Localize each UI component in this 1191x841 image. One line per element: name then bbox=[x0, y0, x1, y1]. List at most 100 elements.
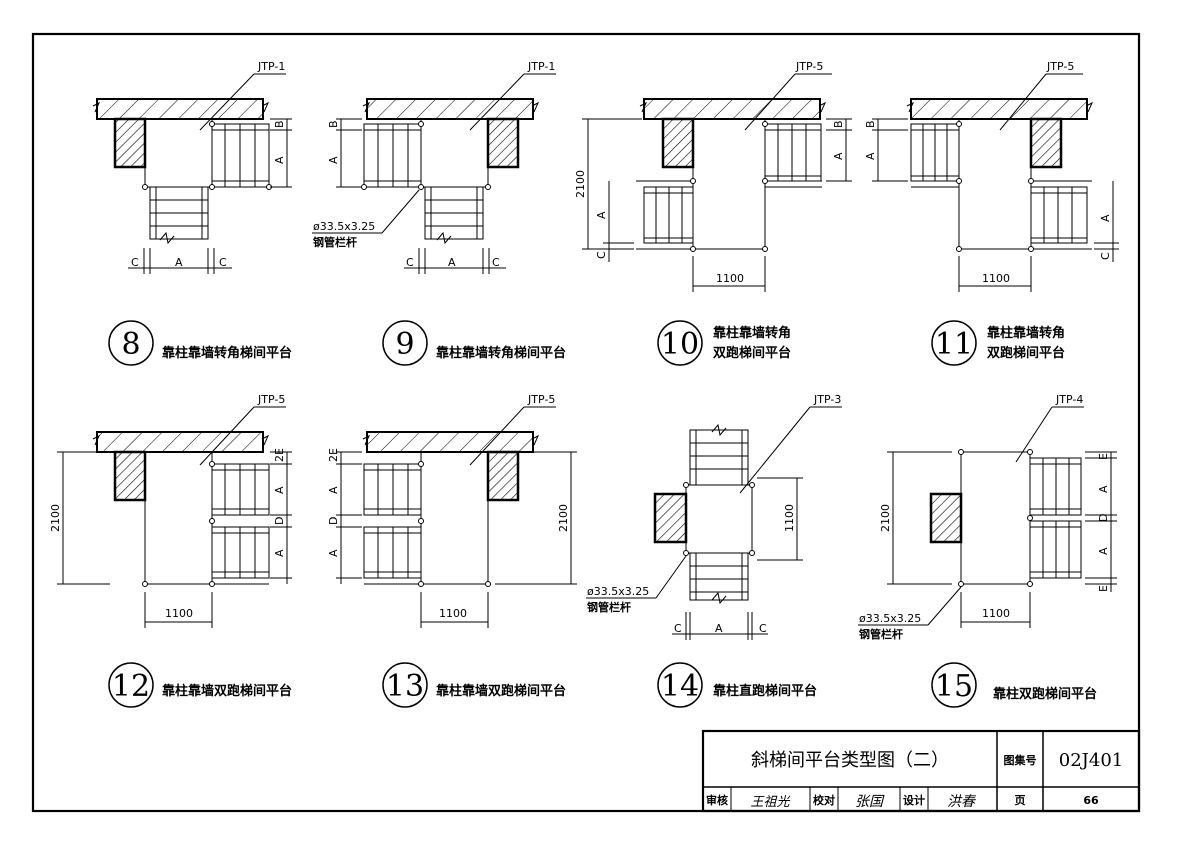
svg-text:A: A bbox=[327, 549, 340, 557]
landing-platform bbox=[144, 118, 213, 188]
svg-text:A: A bbox=[715, 622, 723, 635]
wall-column bbox=[486, 450, 520, 502]
wall-column bbox=[1029, 117, 1063, 169]
svg-text:A: A bbox=[273, 549, 286, 557]
review-signature: 王祖光 bbox=[750, 795, 790, 810]
svg-text:B: B bbox=[864, 120, 877, 128]
svg-text:11: 11 bbox=[935, 327, 973, 362]
svg-text:靠柱靠墙转角梯间平台: 靠柱靠墙转角梯间平台 bbox=[436, 345, 566, 361]
wall-column bbox=[929, 492, 963, 544]
svg-text:A: A bbox=[273, 486, 286, 494]
svg-text:JTP-5: JTP-5 bbox=[257, 393, 285, 406]
drawing-15: JTP-4 2100 E A D A E 1100 ø33.5x3.25 钢管栏… bbox=[858, 393, 1117, 708]
page-number: 66 bbox=[1083, 794, 1099, 807]
svg-text:ø33.5x3.25: ø33.5x3.25 bbox=[859, 612, 921, 625]
svg-text:靠柱靠墙双跑梯间平台: 靠柱靠墙双跑梯间平台 bbox=[436, 683, 566, 699]
svg-text:15: 15 bbox=[935, 669, 973, 704]
svg-text:靠柱靠墙转角: 靠柱靠墙转角 bbox=[713, 325, 791, 341]
svg-text:A: A bbox=[327, 486, 340, 494]
svg-text:1100: 1100 bbox=[439, 607, 467, 620]
svg-text:C: C bbox=[219, 256, 227, 269]
svg-text:A: A bbox=[864, 152, 877, 160]
svg-text:C: C bbox=[492, 256, 500, 269]
design-label: 设计 bbox=[903, 793, 925, 807]
svg-text:D: D bbox=[1097, 514, 1110, 522]
floor-slab bbox=[96, 98, 264, 120]
svg-text:A: A bbox=[595, 211, 608, 219]
drawing-number: 8 bbox=[121, 327, 140, 362]
svg-text:JTP-3: JTP-3 bbox=[813, 393, 841, 406]
design-signature: 洪春 bbox=[947, 794, 977, 810]
svg-text:2100: 2100 bbox=[49, 504, 62, 532]
title-block: 斜梯间平台类型图（二） 图集号 02J401 审核 王祖光 校对 张国 设计 洪… bbox=[701, 729, 1141, 813]
svg-text:双跑梯间平台: 双跑梯间平台 bbox=[713, 345, 791, 361]
drawing-11: JTP-5 B A A C 1100 11 靠柱靠墙转角 双跑梯间平台 bbox=[864, 60, 1119, 366]
svg-text:12: 12 bbox=[112, 669, 150, 704]
svg-text:JTP-4: JTP-4 bbox=[1055, 393, 1083, 406]
check-signature: 张国 bbox=[855, 794, 885, 810]
tag-label: JTP-1 bbox=[257, 60, 285, 73]
svg-text:B: B bbox=[832, 120, 845, 128]
svg-text:A: A bbox=[273, 156, 286, 164]
rail-size-label: ø33.5x3.25 bbox=[313, 220, 375, 233]
svg-text:JTP-5: JTP-5 bbox=[527, 393, 555, 406]
svg-text:A: A bbox=[1099, 214, 1112, 222]
wall-column bbox=[113, 450, 147, 502]
svg-text:D: D bbox=[273, 517, 286, 525]
svg-text:10: 10 bbox=[661, 327, 699, 362]
svg-text:C: C bbox=[674, 622, 682, 635]
drawing-caption: 靠柱靠墙转角梯间平台 bbox=[162, 345, 292, 361]
drawing-13: JTP-5 2E A D A 2100 1100 13 靠柱靠墙双跑梯间平台 bbox=[327, 393, 577, 708]
drawing-12: JTP-5 2100 2E A D A 1100 12 靠柱靠墙双跑梯间平台 bbox=[49, 393, 292, 708]
svg-text:钢管栏杆: 钢管栏杆 bbox=[859, 627, 903, 641]
wall-column bbox=[113, 117, 147, 169]
svg-text:靠柱靠墙转角: 靠柱靠墙转角 bbox=[987, 325, 1065, 341]
svg-text:B: B bbox=[273, 120, 286, 128]
svg-text:2100: 2100 bbox=[574, 170, 587, 198]
check-label: 校对 bbox=[813, 793, 835, 807]
svg-text:ø33.5x3.25: ø33.5x3.25 bbox=[587, 585, 649, 598]
svg-text:靠柱双跑梯间平台: 靠柱双跑梯间平台 bbox=[993, 686, 1097, 702]
svg-text:1100: 1100 bbox=[165, 607, 193, 620]
svg-text:靠柱直跑梯间平台: 靠柱直跑梯间平台 bbox=[713, 683, 817, 699]
svg-text:14: 14 bbox=[661, 669, 699, 704]
svg-text:2E: 2E bbox=[273, 448, 286, 462]
svg-text:A: A bbox=[1097, 547, 1110, 555]
wall-column bbox=[486, 117, 520, 169]
svg-text:1100: 1100 bbox=[982, 272, 1010, 285]
drawing-8: JTP-1 B A C A C 8 靠柱靠墙转角梯间平台 bbox=[92, 60, 292, 366]
svg-text:C: C bbox=[1099, 252, 1112, 260]
sheet-border bbox=[31, 32, 1141, 813]
wall-column bbox=[661, 117, 695, 169]
svg-text:C: C bbox=[131, 256, 139, 269]
svg-text:JTP-5: JTP-5 bbox=[795, 60, 823, 73]
svg-text:双跑梯间平台: 双跑梯间平台 bbox=[987, 345, 1065, 361]
svg-text:A: A bbox=[175, 256, 183, 269]
svg-text:1100: 1100 bbox=[783, 504, 796, 532]
svg-text:1100: 1100 bbox=[716, 272, 744, 285]
svg-text:JTP-5: JTP-5 bbox=[1046, 60, 1074, 73]
atlas-label: 图集号 bbox=[1004, 753, 1037, 767]
drawing-14: JTP-3 1100 ø33.5x3.25 钢管栏杆 C A C 14 靠柱直跑… bbox=[586, 393, 842, 708]
page-label: 页 bbox=[1015, 794, 1026, 807]
svg-text:C: C bbox=[759, 622, 767, 635]
svg-text:A: A bbox=[448, 256, 456, 269]
wall-column bbox=[653, 492, 688, 544]
review-label: 审核 bbox=[706, 793, 728, 807]
svg-text:C: C bbox=[406, 256, 414, 269]
svg-text:1100: 1100 bbox=[982, 607, 1010, 620]
svg-text:13: 13 bbox=[386, 669, 424, 704]
svg-text:靠柱靠墙双跑梯间平台: 靠柱靠墙双跑梯间平台 bbox=[162, 683, 292, 699]
sheet-title: 斜梯间平台类型图（二） bbox=[751, 750, 949, 771]
svg-text:A: A bbox=[1097, 485, 1110, 493]
svg-text:钢管栏杆: 钢管栏杆 bbox=[587, 600, 631, 614]
svg-text:D: D bbox=[327, 517, 340, 525]
drawing-9: JTP-1 B A C A C ø33.5x3.25 钢管栏杆 9 靠柱靠墙转角… bbox=[312, 60, 566, 366]
svg-text:E: E bbox=[1097, 453, 1110, 460]
svg-text:A: A bbox=[832, 152, 845, 160]
drawing-10: JTP-5 2100 A C B A 1100 10 靠柱靠墙转角 双跑梯间平台 bbox=[574, 60, 852, 366]
svg-text:2100: 2100 bbox=[557, 504, 570, 532]
rail-name-label: 钢管栏杆 bbox=[313, 235, 357, 249]
svg-text:B: B bbox=[327, 120, 340, 128]
